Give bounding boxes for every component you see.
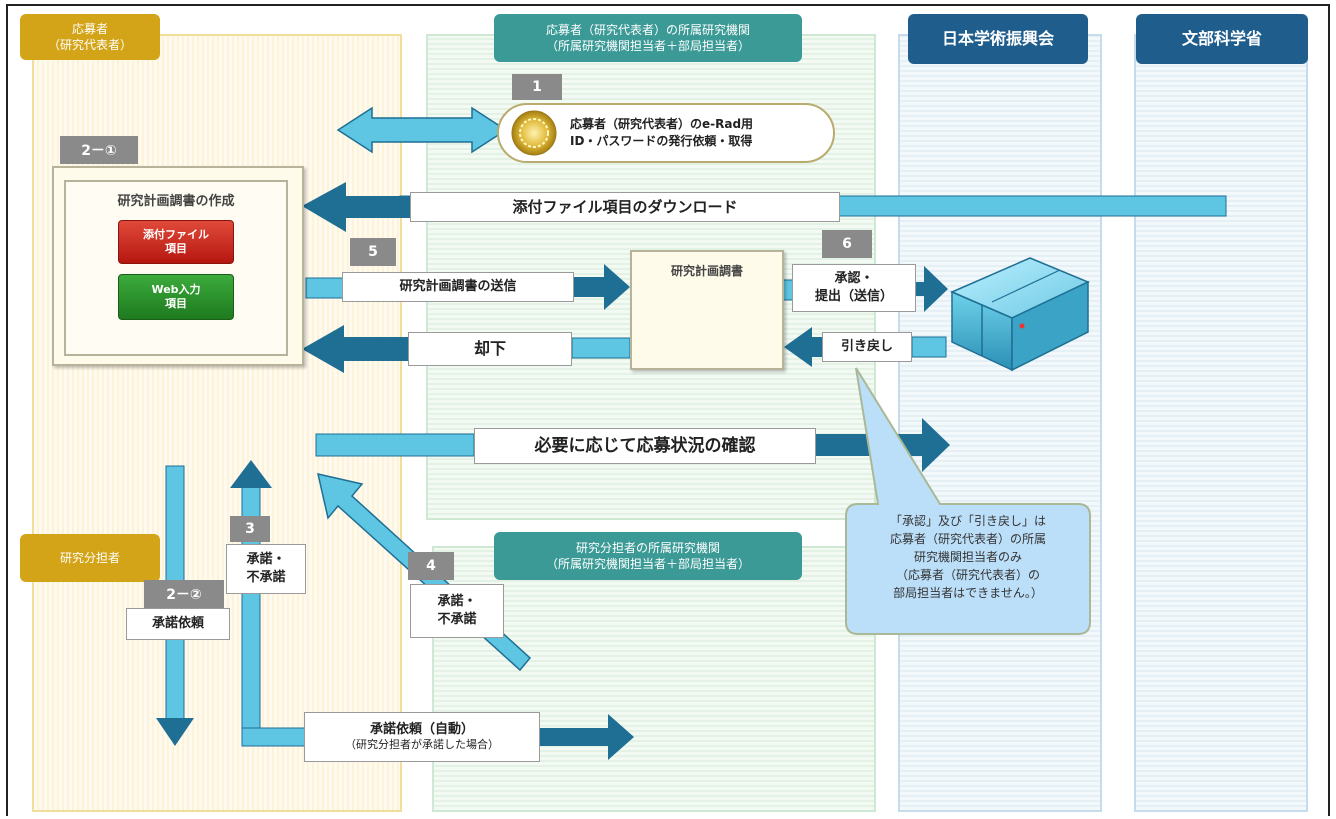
auto-request-note: （研究分担者が承諾した場合） [345, 738, 499, 752]
lane-mext [1134, 34, 1308, 812]
consent-request-label: 承諾依頼 [126, 608, 230, 640]
download-label: 添付ファイル項目のダウンロード [410, 192, 840, 222]
callout-bubble [845, 367, 1091, 635]
server-icon [950, 257, 1090, 372]
callout-text: 「承認」及び「引き戻し」は 応募者（研究代表者）の所属 研究機関担当者のみ （応… [889, 514, 1046, 600]
header-mext: 文部科学省 [1136, 14, 1308, 64]
header-co-investigator: 研究分担者 [20, 534, 160, 582]
step-2-2-badge: 2－② [144, 580, 224, 608]
pull-back-label: 引き戻し [822, 332, 912, 362]
pullback-arrow [784, 327, 822, 367]
header-jsps: 日本学術振興会 [908, 14, 1088, 64]
erad-exchange-arrow [336, 106, 508, 154]
header-co-investigator-institution: 研究分担者の所属研究機関 （所属研究機関担当者＋部局担当者） [494, 532, 802, 580]
send-plan-arrow [574, 264, 630, 310]
step-5-badge: 5 [350, 238, 396, 266]
consent-3-label: 承諾・ 不承諾 [226, 544, 306, 594]
step-2-1-badge: 2－① [60, 136, 138, 164]
reject-bar-right [571, 337, 631, 359]
step-1-badge: 1 [512, 74, 562, 100]
erad-id-text: 応募者（研究代表者）のe-Rad用 ID・パスワードの発行依頼・取得 [570, 117, 754, 149]
plan-document-title: 研究計画調書 [670, 264, 743, 278]
send-plan-label: 研究計画調書の送信 [342, 272, 574, 302]
download-arrow-head [302, 182, 412, 232]
plan-creation-title: 研究計画調書の作成 [117, 194, 235, 209]
web-input-item-button: Web入力 項目 [118, 274, 234, 320]
consent-3-arrow-head [230, 460, 272, 488]
consent-4-label: 承諾・ 不承諾 [410, 584, 504, 638]
auto-request-label: 承諾依頼（自動） （研究分担者が承諾した場合） [304, 712, 540, 762]
reject-arrow [302, 325, 412, 373]
step-3-badge: 3 [230, 516, 270, 542]
approve-submit-label: 承認・ 提出（送信） [792, 264, 916, 312]
lane-jsps [898, 34, 1102, 812]
header-applicant-institution: 応募者（研究代表者）の所属研究機関 （所属研究機関担当者＋部局担当者） [494, 14, 802, 62]
diagram-frame [6, 4, 1330, 816]
approve-arrow [916, 266, 948, 312]
auto-request-arrow [540, 714, 634, 760]
check-status-label: 必要に応じて応募状況の確認 [474, 428, 816, 464]
pullback-bar [911, 336, 947, 358]
attach-file-item-button: 添付ファイル 項目 [118, 220, 234, 264]
seal-icon [511, 110, 557, 156]
header-applicant: 応募者 （研究代表者） [20, 14, 160, 60]
consent-request-arrow-head [156, 718, 194, 746]
reject-label: 却下 [408, 332, 572, 366]
erad-oval [497, 103, 835, 163]
lane-co-investigator-institution [432, 546, 876, 812]
plan-creation-inner [64, 180, 288, 356]
auto-request-bar [241, 727, 307, 747]
plan-document-card: 研究計画調書 [630, 250, 784, 370]
step-4-badge: 4 [408, 552, 454, 580]
auto-request-title: 承諾依頼（自動） [369, 721, 474, 737]
check-status-bar-left [315, 433, 475, 457]
step-6-badge: 6 [822, 230, 872, 258]
plan-creation-card: 研究計画調書の作成 添付ファイル 項目 Web入力 項目 [52, 166, 304, 366]
